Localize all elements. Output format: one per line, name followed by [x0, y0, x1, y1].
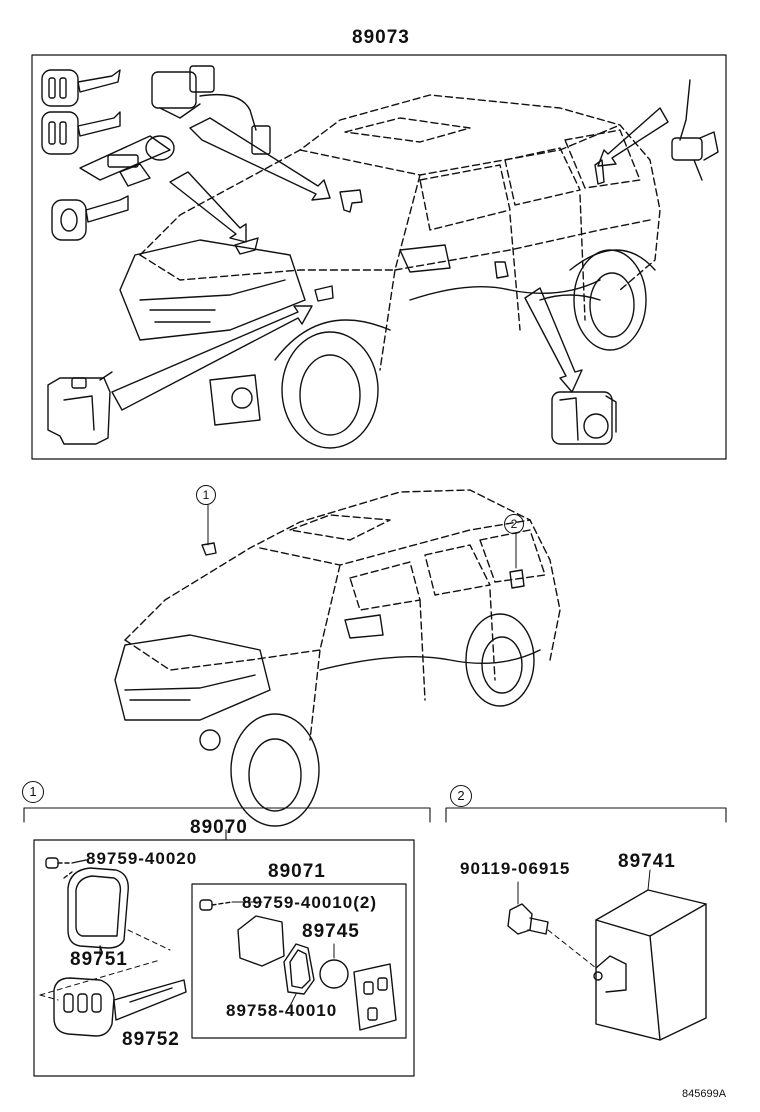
receiver-module-icon	[593, 869, 707, 1041]
door-cylinder-icon	[551, 391, 617, 445]
sub-screw-icon	[199, 899, 233, 911]
door-lock-icon	[47, 371, 113, 445]
label-89751: 89751	[70, 949, 128, 970]
vehicle-illustration-middle	[124, 489, 561, 741]
section-1-kit-frame	[33, 839, 415, 1077]
section-1-number: 1	[22, 781, 44, 803]
section-2-number: 2	[450, 785, 472, 807]
key-icon-1	[41, 69, 121, 107]
hatch-lock-icon	[671, 79, 719, 181]
label-89758-40010: 89758-40010	[226, 1001, 338, 1020]
remote-key-icon	[53, 977, 187, 1037]
gasket-icon	[283, 943, 315, 995]
steering-lock-icon	[151, 65, 271, 155]
label-89071: 89071	[268, 861, 326, 882]
label-89070: 89070	[190, 817, 248, 838]
label-89759-40020: 89759-40020	[86, 849, 198, 868]
callout-circle-1: 1	[196, 485, 216, 505]
figure-reference: 845699A	[682, 1088, 727, 1100]
key-case-icon	[63, 867, 129, 953]
dashed-guide-key-2	[39, 959, 161, 996]
dashed-guide-key	[39, 994, 59, 1001]
section-1-subkit-frame	[191, 883, 407, 1039]
callout-circle-2: 2	[504, 514, 524, 534]
screw-icon	[45, 857, 87, 869]
label-89752: 89752	[122, 1029, 180, 1050]
key-icon-2	[41, 111, 121, 155]
vehicle-illustration-top	[139, 94, 661, 371]
dashed-guide-case	[127, 929, 171, 951]
key-icon-3	[51, 195, 129, 241]
section-1-bracket	[23, 807, 431, 841]
label-90119-06915: 90119-06915	[460, 859, 571, 878]
top-panel-frame	[31, 54, 727, 460]
label-89745: 89745	[302, 921, 360, 942]
vehicle-details-middle	[114, 569, 541, 827]
battery-icon	[319, 959, 349, 989]
ignition-cylinder-icon	[79, 135, 175, 187]
leader-89758	[289, 993, 297, 1007]
vehicle-details-top	[119, 159, 656, 449]
section-2-bracket	[445, 807, 727, 823]
bolt-icon	[507, 881, 549, 935]
transmitter-board-icon	[353, 963, 397, 1031]
cover-plate-icon	[237, 915, 285, 967]
diagram-title: 89073	[352, 27, 410, 48]
callout-leader-1	[201, 504, 217, 556]
label-89741: 89741	[618, 851, 676, 872]
callout-arrows-top	[111, 107, 669, 411]
label-89759-40010: 89759-40010(2)	[242, 893, 377, 912]
dashed-guide-bolt	[547, 929, 597, 969]
